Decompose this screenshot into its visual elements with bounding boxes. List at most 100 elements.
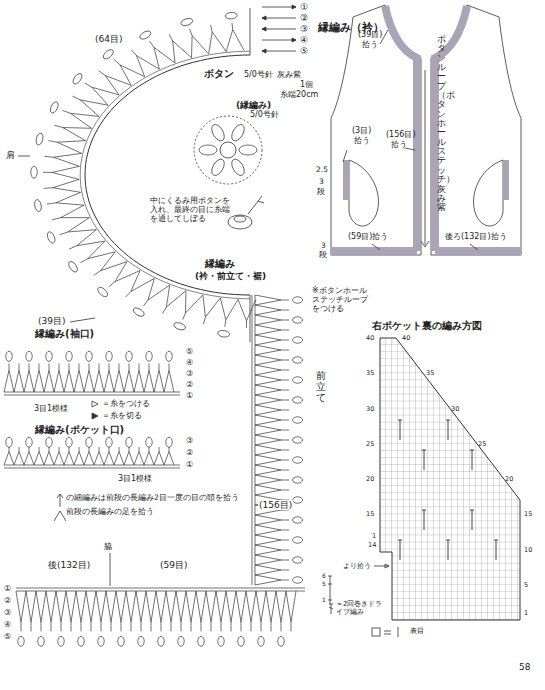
bobble-stitch [258,636,264,646]
bobble-stitch [46,351,52,361]
stitch-stroke [79,364,80,371]
stitch-stroke [281,430,289,431]
stitch-stroke [94,271,101,276]
diagram-label: 灰み紫 [277,70,301,79]
bobble-stitch [6,437,12,447]
stitch-stroke [91,622,92,631]
stitch-stroke [134,452,139,466]
stitch-stroke [64,452,69,466]
bobble-stitch [173,321,186,331]
stitch-stroke [241,622,242,631]
stitch-stroke [63,128,86,141]
stitch-stroke [255,525,281,530]
bobble-stitch [18,636,24,646]
bobble-stitch [138,636,144,646]
stitch-stroke [216,591,221,622]
bobble-stitch [6,351,12,361]
diagram-label: ③ [300,24,308,34]
stitch-stroke [255,295,281,300]
stitch-stroke [48,141,57,143]
stitch-stroke [81,591,86,622]
bobble-stitch [293,297,303,303]
stitch-stroke [255,425,281,430]
stitch-stroke [255,565,281,570]
stitch-stroke [4,468,180,469]
stitch-stroke [44,452,49,466]
diagram-label: 5 [322,581,326,588]
stitch-stroke [422,450,426,451]
bobble-stitch [293,557,303,563]
stitch-stroke [114,60,120,65]
stitch-stroke [81,622,82,631]
stitch-stroke [124,452,129,466]
stitch-stroke [101,591,106,622]
stitch-stroke [191,591,196,622]
stitch-stroke [59,370,64,392]
stitch-stroke [281,540,289,541]
bobble-stitch [293,377,303,383]
diagram-label: 40 [366,335,374,342]
stitch-stroke [43,172,52,173]
stitch-stroke [191,622,192,631]
stitch-stroke [196,591,201,622]
diagram-label: 35 [426,370,434,377]
diagram-label: 5/0号針 [250,110,279,119]
stitch-stroke [212,32,226,52]
stitch-stroke [255,515,281,520]
stitch-stroke [255,340,281,345]
stitch-stroke [255,550,281,555]
stitch-stroke [144,452,149,466]
stitch-stroke [400,420,401,440]
stitch-stroke [281,570,289,571]
stitch-stroke [49,364,50,371]
stitch-stroke [124,370,129,392]
stitch-stroke [255,370,281,375]
stitch-stroke [54,125,63,127]
stitch-stroke [255,555,281,560]
stitch-stroke [255,330,281,335]
stitch-stroke [251,622,252,631]
stitch-stroke [89,370,94,392]
stitch-stroke [281,480,289,481]
stitch-stroke [186,591,191,622]
stitch-stroke [139,447,140,452]
diagram-label: ⑤ [186,347,193,356]
stitch-stroke [131,622,132,631]
stitch-stroke [250,8,251,55]
stitch-stroke [173,41,175,63]
stitch-stroke [86,591,91,622]
diagram-label: 縁編み(ポケット口) [35,424,124,436]
stitch-stroke [26,591,31,622]
stitch-stroke [256,591,261,622]
stitch-stroke [36,591,41,622]
bobble-stitch [166,351,172,361]
stitch-stroke [176,591,181,622]
bobble-stitch [217,330,230,338]
stitch-stroke [255,325,281,330]
diagram-label: ② [186,448,193,457]
stitch-stroke [255,540,281,545]
stitch-stroke [201,591,206,622]
stitch-stroke [14,370,19,392]
stitch-stroke [247,300,256,321]
stitch-stroke [470,510,474,511]
diagram-label: ① [186,391,193,400]
stitch-stroke [255,345,281,350]
bobble-stitch [71,72,83,85]
stitch-stroke [231,591,236,622]
stitch-stroke [129,447,130,452]
stitch-stroke [159,370,164,392]
stitch-stroke [255,575,281,580]
bobble-stitch [225,12,238,19]
diagram-label: (64目) [95,34,122,44]
stitch-stroke [266,591,271,622]
bobble-stitch [86,437,92,447]
stitch-stroke [66,591,71,622]
stitch-stroke [424,510,425,530]
stitch-stroke [21,591,26,622]
stitch-stroke [74,452,79,466]
stitch-stroke [47,203,56,204]
bobble-stitch [293,517,303,523]
diagram-label: 前立て [316,370,326,403]
stitch-stroke [89,447,90,452]
